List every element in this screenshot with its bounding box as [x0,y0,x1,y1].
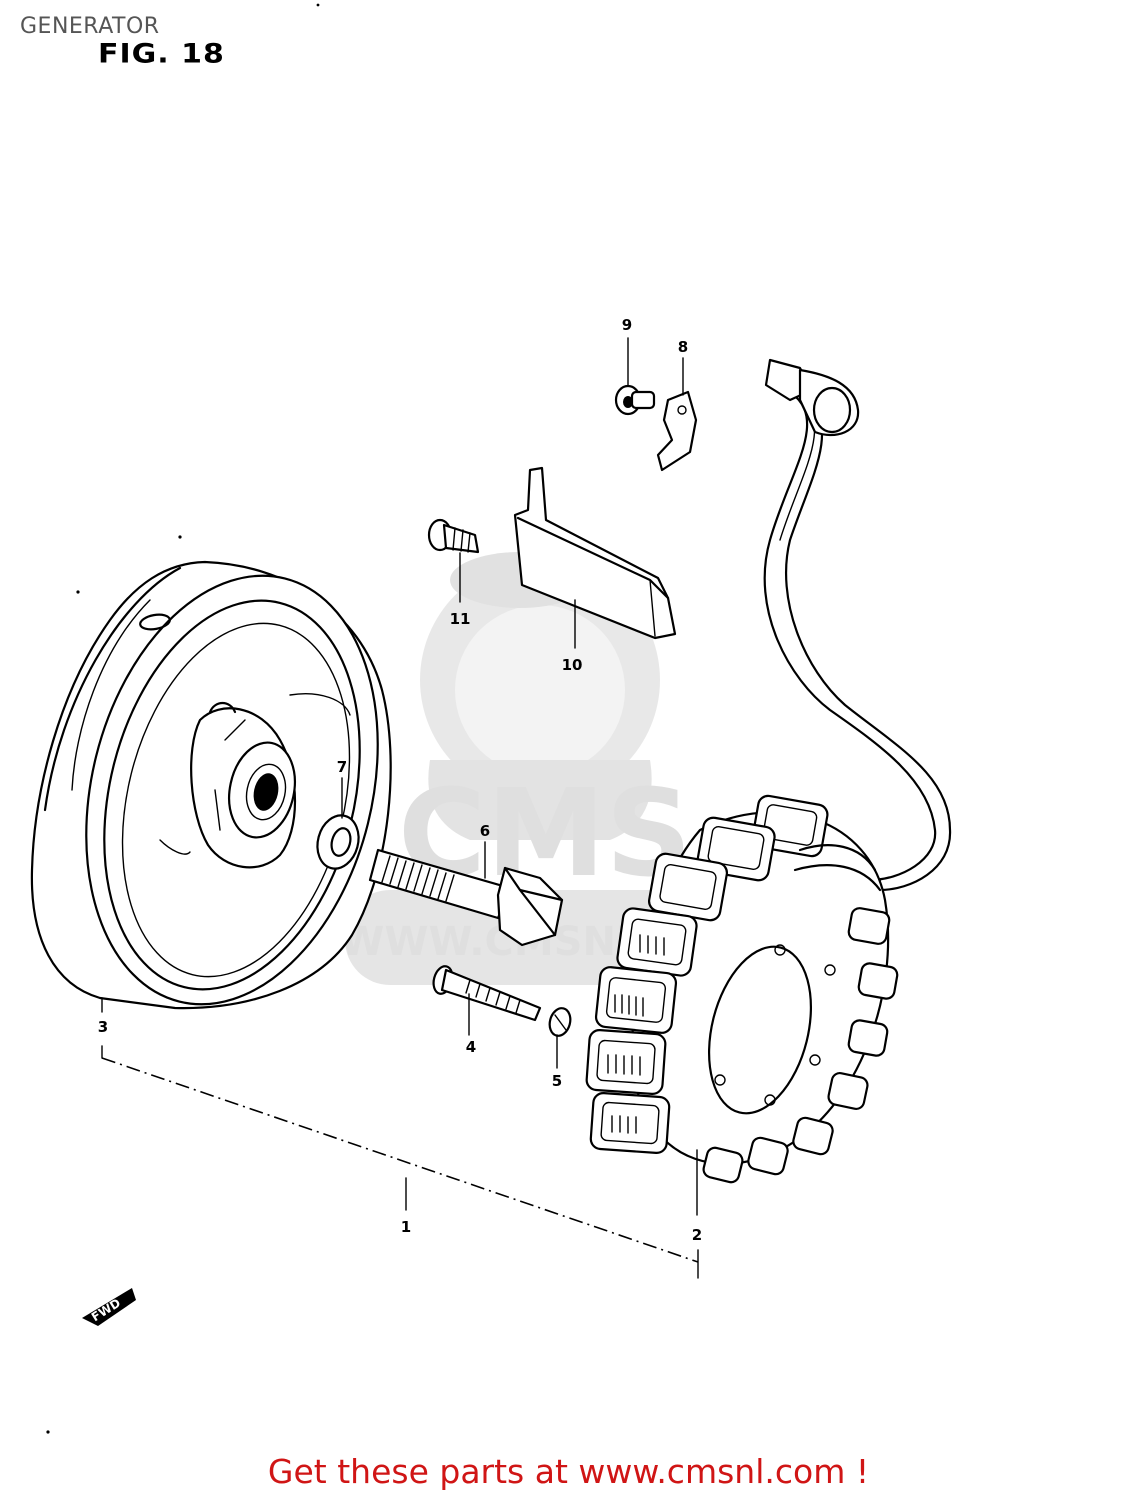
part-number-3: 3 [98,1018,108,1036]
cover-screw [427,518,480,554]
rotor-bolt [368,848,564,947]
part-number-7: 7 [337,758,347,776]
part-number-6: 6 [480,822,490,840]
stator-screw [432,965,542,1022]
stator-assembly [585,794,899,1184]
part-number-10: 10 [562,656,583,674]
lead-wire-clamp [656,390,698,472]
lead-wire-harness [763,358,952,920]
part-number-11: 11 [450,610,471,628]
leader-lines [101,337,699,1279]
part-number-5: 5 [552,1072,562,1090]
part-number-9: 9 [622,316,632,334]
washer [316,814,360,870]
part-number-1: 1 [401,1218,411,1236]
rotor-flywheel [30,560,392,1010]
forward-direction-marker: FWD [82,1288,136,1326]
part-number-labels: 1 2 3 4 5 6 7 8 9 10 11 [98,316,702,1244]
figure-label: FIG. 18 [98,38,225,70]
page-title: GENERATOR [20,14,160,39]
wire-cover-plate [513,466,677,640]
clamp-screw [614,384,656,416]
get-parts-link[interactable]: Get these parts at www.cmsnl.com ! [267,1452,870,1491]
part-number-4: 4 [466,1038,476,1056]
part-number-8: 8 [678,338,688,356]
stator-washer [548,1007,572,1037]
part-number-2: 2 [692,1226,702,1244]
